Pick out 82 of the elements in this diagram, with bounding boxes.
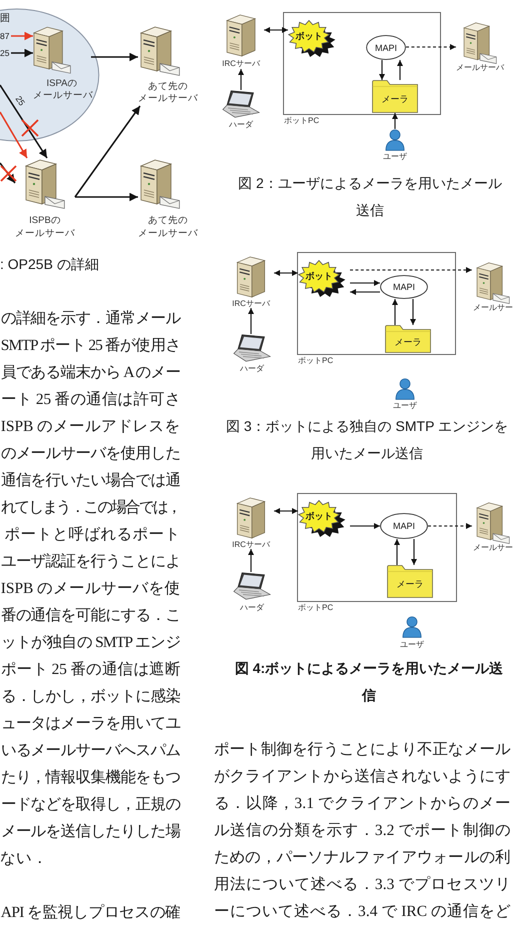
node-label: ISPBのメールサーバ xyxy=(15,215,75,240)
node-label: IRCサーバ xyxy=(221,59,261,69)
node-label: ハーダ xyxy=(239,364,265,374)
dashed-arrow xyxy=(406,44,456,50)
double-arrow xyxy=(274,270,298,276)
arrow xyxy=(0,112,28,158)
text-line: のメールサーバを使用した xyxy=(0,444,180,464)
node-label: あて先のメールサーバ xyxy=(138,81,198,105)
arrow xyxy=(394,539,400,565)
region-label: 囲 xyxy=(0,13,10,25)
node-label: ユーザ xyxy=(392,401,418,411)
arrow xyxy=(350,289,380,295)
text-line: ISPB のメールアドレスを xyxy=(0,417,180,438)
figure-caption: 図 2：ユーザによるメーラを用いたメール送信 xyxy=(238,174,502,220)
text-line: ート 25 番の通信は許可さ xyxy=(0,390,180,410)
arrow xyxy=(75,192,138,202)
node-label: メールサー xyxy=(472,303,514,312)
arrow xyxy=(379,60,385,80)
oval-shape: MAPI xyxy=(380,513,428,539)
text-line: ユーザ認証を行うことによ xyxy=(0,552,180,572)
arrow xyxy=(74,106,141,198)
folder-shape: メーラ xyxy=(387,565,433,598)
arrow xyxy=(238,69,244,90)
arrow xyxy=(411,539,417,565)
text-line: れてしまう．この場合では， xyxy=(0,498,180,518)
text-line: ポートと呼ばれるポート xyxy=(4,525,180,546)
text-line: る．しかし，ボットに感染 xyxy=(0,687,180,708)
figure-caption: 図 3：ボットによる独自の SMTP エンジンを用いたメール送信 xyxy=(226,417,508,464)
folder-shape: メーラ xyxy=(385,325,431,353)
frame-label: ボットPC xyxy=(298,356,334,366)
text-line: ットが独自の SMTP エンジ xyxy=(0,633,180,654)
node-label: IRCサーバ xyxy=(231,540,271,549)
text-line: API を監視しプロセスの確 xyxy=(0,903,180,924)
double-arrow xyxy=(264,27,288,33)
dashed-arrow xyxy=(350,267,472,273)
frame-label: ボットPC xyxy=(298,603,334,613)
text-line: 通信を行いたい場合では通 xyxy=(0,471,180,492)
port-label: 25 xyxy=(0,48,11,58)
figure-caption: : OP25B の詳細 xyxy=(0,256,99,273)
text-line: 員である端末から A のメー xyxy=(0,363,180,384)
node-label: ユーザ xyxy=(382,152,408,161)
arrow xyxy=(410,299,416,325)
node-label: IRCサーバ xyxy=(231,299,271,308)
arrow xyxy=(392,113,398,129)
node-label: あて先のメールサーバ xyxy=(138,215,198,240)
text-line: SMTP ポート 25 番が使用さ xyxy=(0,336,180,356)
node-label: ユーザ xyxy=(399,640,425,650)
node-label: メールサーバ xyxy=(456,63,504,72)
oval-shape: MAPI xyxy=(366,35,406,60)
arrow xyxy=(350,523,380,529)
text-line: の詳細を示す．通常メール xyxy=(0,309,180,330)
text-line: ードなどを取得し，正規の xyxy=(0,795,180,816)
text-line: ポート 25 番の通信は遮断 xyxy=(0,660,180,680)
arrow xyxy=(11,32,33,40)
arrow xyxy=(0,84,48,158)
paragraph: ポート制御を行うことにより不正なメールがクライアントから送信されないようにする．以降，3.1 でクライアントからのメール送信の分類を示す．3.2 でポート制御のための，パーソナルファイアウォールの利用法について述べる．3.3 でプロセスツリーについて述べる．3.4 で IRC の通信をど xyxy=(214,740,511,922)
dashed-arrow xyxy=(428,523,472,529)
double-arrow xyxy=(274,508,298,514)
node-label: ハーダ xyxy=(228,120,254,130)
text-line: いるメールサーバへスパム xyxy=(0,741,180,762)
text-line: 番の通信を可能にする．こ xyxy=(0,606,180,626)
text-line: ISPB のメールサーバを使 xyxy=(0,579,180,600)
node-label: メールサー xyxy=(472,543,514,552)
frame-label: ボットPC xyxy=(284,116,320,126)
edge-label: 25 xyxy=(14,94,26,108)
oval-shape: MAPI xyxy=(380,275,428,299)
arrow xyxy=(392,299,398,325)
text-line: たり，情報収集機能をもつ xyxy=(0,768,180,788)
arrow xyxy=(397,60,403,80)
arrow xyxy=(248,308,254,334)
text-line: ュータはメーラを用いてユ xyxy=(0,714,180,734)
text-line: ない． xyxy=(0,849,48,870)
text-line: メールを送信したりした場 xyxy=(0,822,180,842)
node-label: ハーダ xyxy=(239,603,265,613)
folder-shape: メーラ xyxy=(372,80,418,113)
arrow xyxy=(11,48,33,58)
figure-caption: 図 4:ボットによるメーラを用いたメール送信 xyxy=(234,659,504,705)
arrow xyxy=(350,280,380,286)
arrow xyxy=(91,52,138,62)
port-label: 87 xyxy=(0,31,11,41)
node-label: ISPAのメールサーバ xyxy=(33,78,91,102)
arrow xyxy=(248,549,254,572)
